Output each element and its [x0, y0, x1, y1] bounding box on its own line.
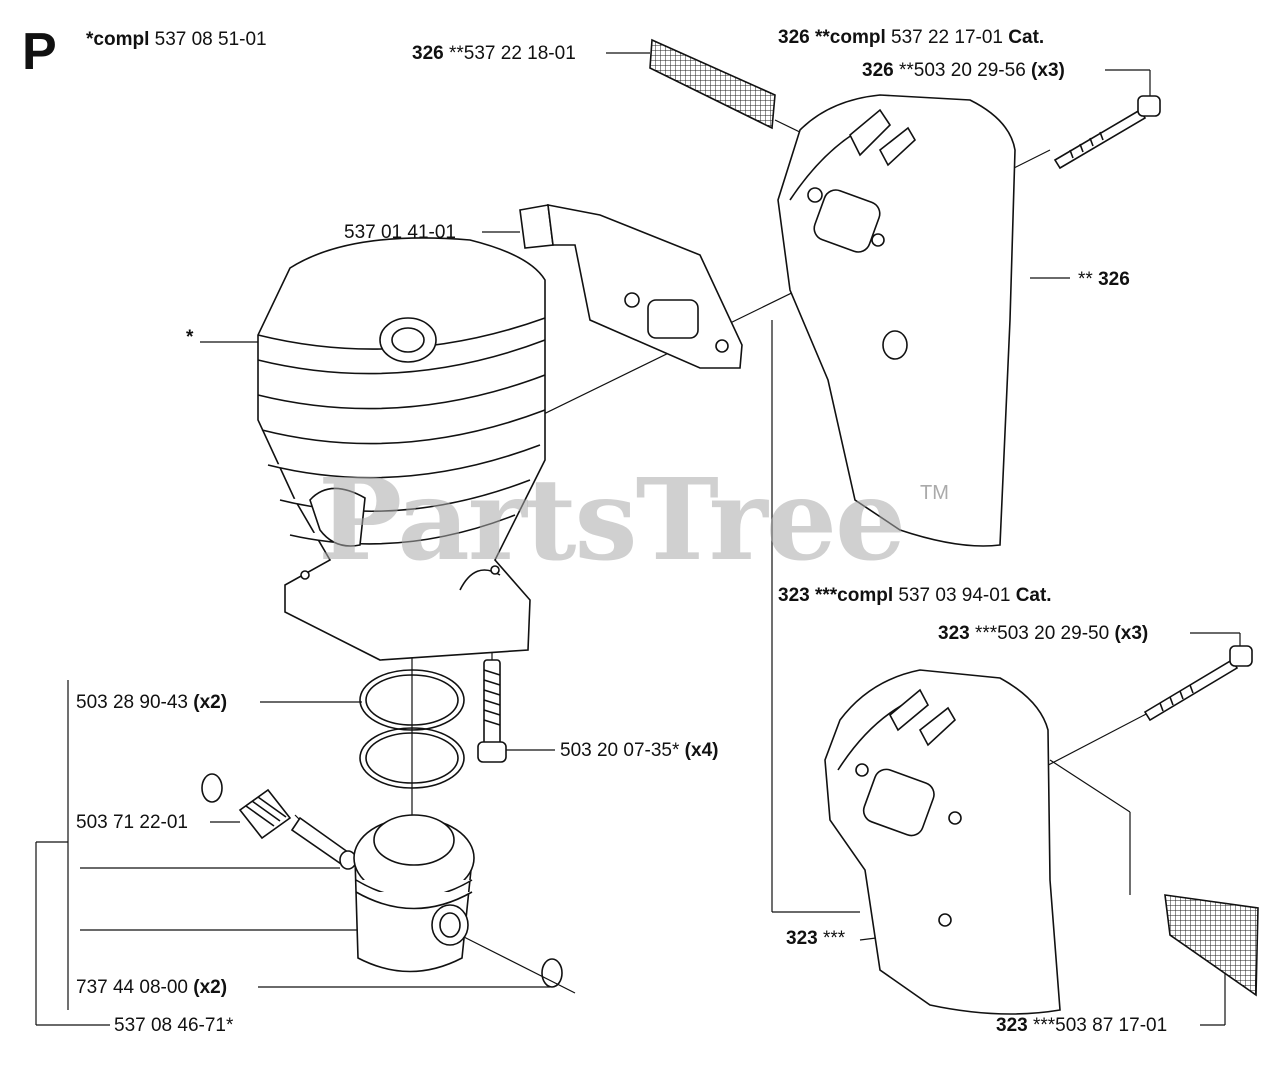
cylinder — [257, 237, 546, 661]
label-piston-ring[interactable]: 503 28 90-43 (x2) — [76, 692, 228, 713]
needle-bearing — [238, 788, 292, 840]
label-bolt-top[interactable]: 326 **503 20 29-56 (x3) — [862, 60, 1065, 81]
piston — [353, 814, 475, 973]
muffler-bottom — [824, 669, 1061, 1015]
circlip-left — [201, 773, 223, 803]
label-needle-bearing[interactable]: 503 71 22-01 — [76, 812, 188, 833]
circlip-right — [541, 958, 563, 988]
label-muffler-top[interactable]: ** 326 — [1078, 269, 1130, 290]
bolt-top — [1053, 95, 1161, 170]
piston-pin — [290, 816, 357, 870]
muffler-gasket — [519, 204, 743, 369]
label-muffler-bottom[interactable]: 323 *** — [786, 928, 846, 949]
label-muffler-top-compl[interactable]: 326 **compl 537 22 17-01 Cat. — [778, 27, 1045, 48]
label-gasket[interactable]: 537 01 41-01 — [344, 222, 456, 243]
spark-arrestor-screen-top — [649, 38, 776, 130]
label-cylinder[interactable]: * — [186, 327, 194, 348]
label-bolt-bottom[interactable]: 323 ***503 20 29-50 (x3) — [938, 623, 1149, 644]
watermark: PartsTree — [318, 455, 906, 586]
label-circlip[interactable]: 737 44 08-00 (x2) — [76, 977, 228, 998]
piston-rings — [359, 669, 465, 789]
label-screen-bottom[interactable]: 323 ***503 87 17-01 — [996, 1015, 1168, 1036]
section-letter: P — [22, 23, 57, 81]
watermark-trademark: TM — [920, 482, 949, 504]
label-cylinder-screw[interactable]: 503 20 07-35* (x4) — [560, 740, 719, 761]
label-muffler-bottom-compl[interactable]: 323 ***compl 537 03 94-01 Cat. — [778, 585, 1052, 606]
muffler-top — [777, 94, 1016, 547]
label-piston-kit[interactable]: 537 08 46-71* — [114, 1015, 234, 1036]
cylinder-screw — [477, 659, 507, 763]
spark-arrestor-screen-bottom — [1164, 894, 1259, 997]
label-screen-top[interactable]: 326 **537 22 18-01 — [412, 43, 576, 64]
bolt-bottom — [1143, 645, 1253, 722]
label-cylinder-kit[interactable]: *compl 537 08 51-01 — [86, 29, 267, 50]
